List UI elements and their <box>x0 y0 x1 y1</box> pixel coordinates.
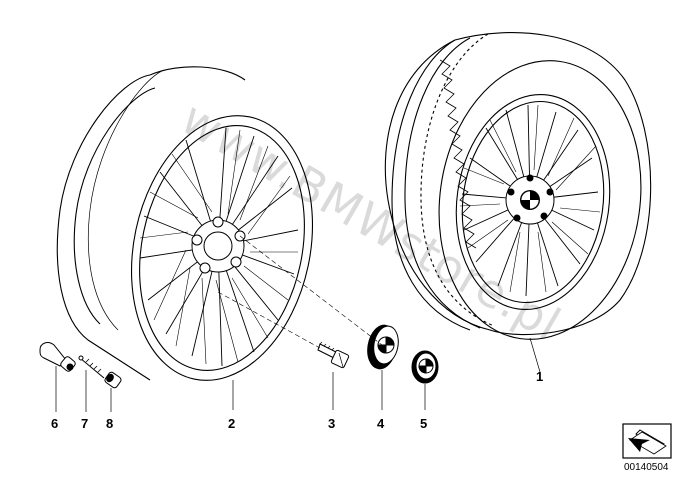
wheel-hub-part1 <box>505 174 555 225</box>
callout-8: 8 <box>106 416 113 431</box>
alloy-rim[interactable] <box>56 66 336 398</box>
callout-3: 3 <box>328 416 335 431</box>
callout-6: 6 <box>51 416 58 431</box>
rim-spokes <box>139 127 299 367</box>
arrow-icon <box>628 429 667 455</box>
wheel-bolt[interactable] <box>317 341 350 369</box>
complete-wheel-tyre[interactable] <box>384 32 658 353</box>
valve-core[interactable] <box>78 355 105 379</box>
callout-7: 7 <box>81 416 88 431</box>
valve-cap[interactable] <box>104 371 122 389</box>
tyre-valve[interactable] <box>39 342 76 373</box>
direction-box <box>622 423 672 459</box>
callout-4: 4 <box>377 416 385 431</box>
bmw-emblem[interactable] <box>411 350 439 384</box>
watermark-text: www.BMWstore.pl <box>173 91 571 352</box>
rim-hub <box>191 216 246 274</box>
leader-lines <box>55 235 541 412</box>
wheel-spokes-part1 <box>459 104 601 297</box>
callout-1: 1 <box>536 369 543 384</box>
hub-cap[interactable] <box>364 323 401 371</box>
callout-2: 2 <box>228 416 235 431</box>
document-number: 00140504 <box>624 462 669 473</box>
callout-5: 5 <box>420 416 427 431</box>
